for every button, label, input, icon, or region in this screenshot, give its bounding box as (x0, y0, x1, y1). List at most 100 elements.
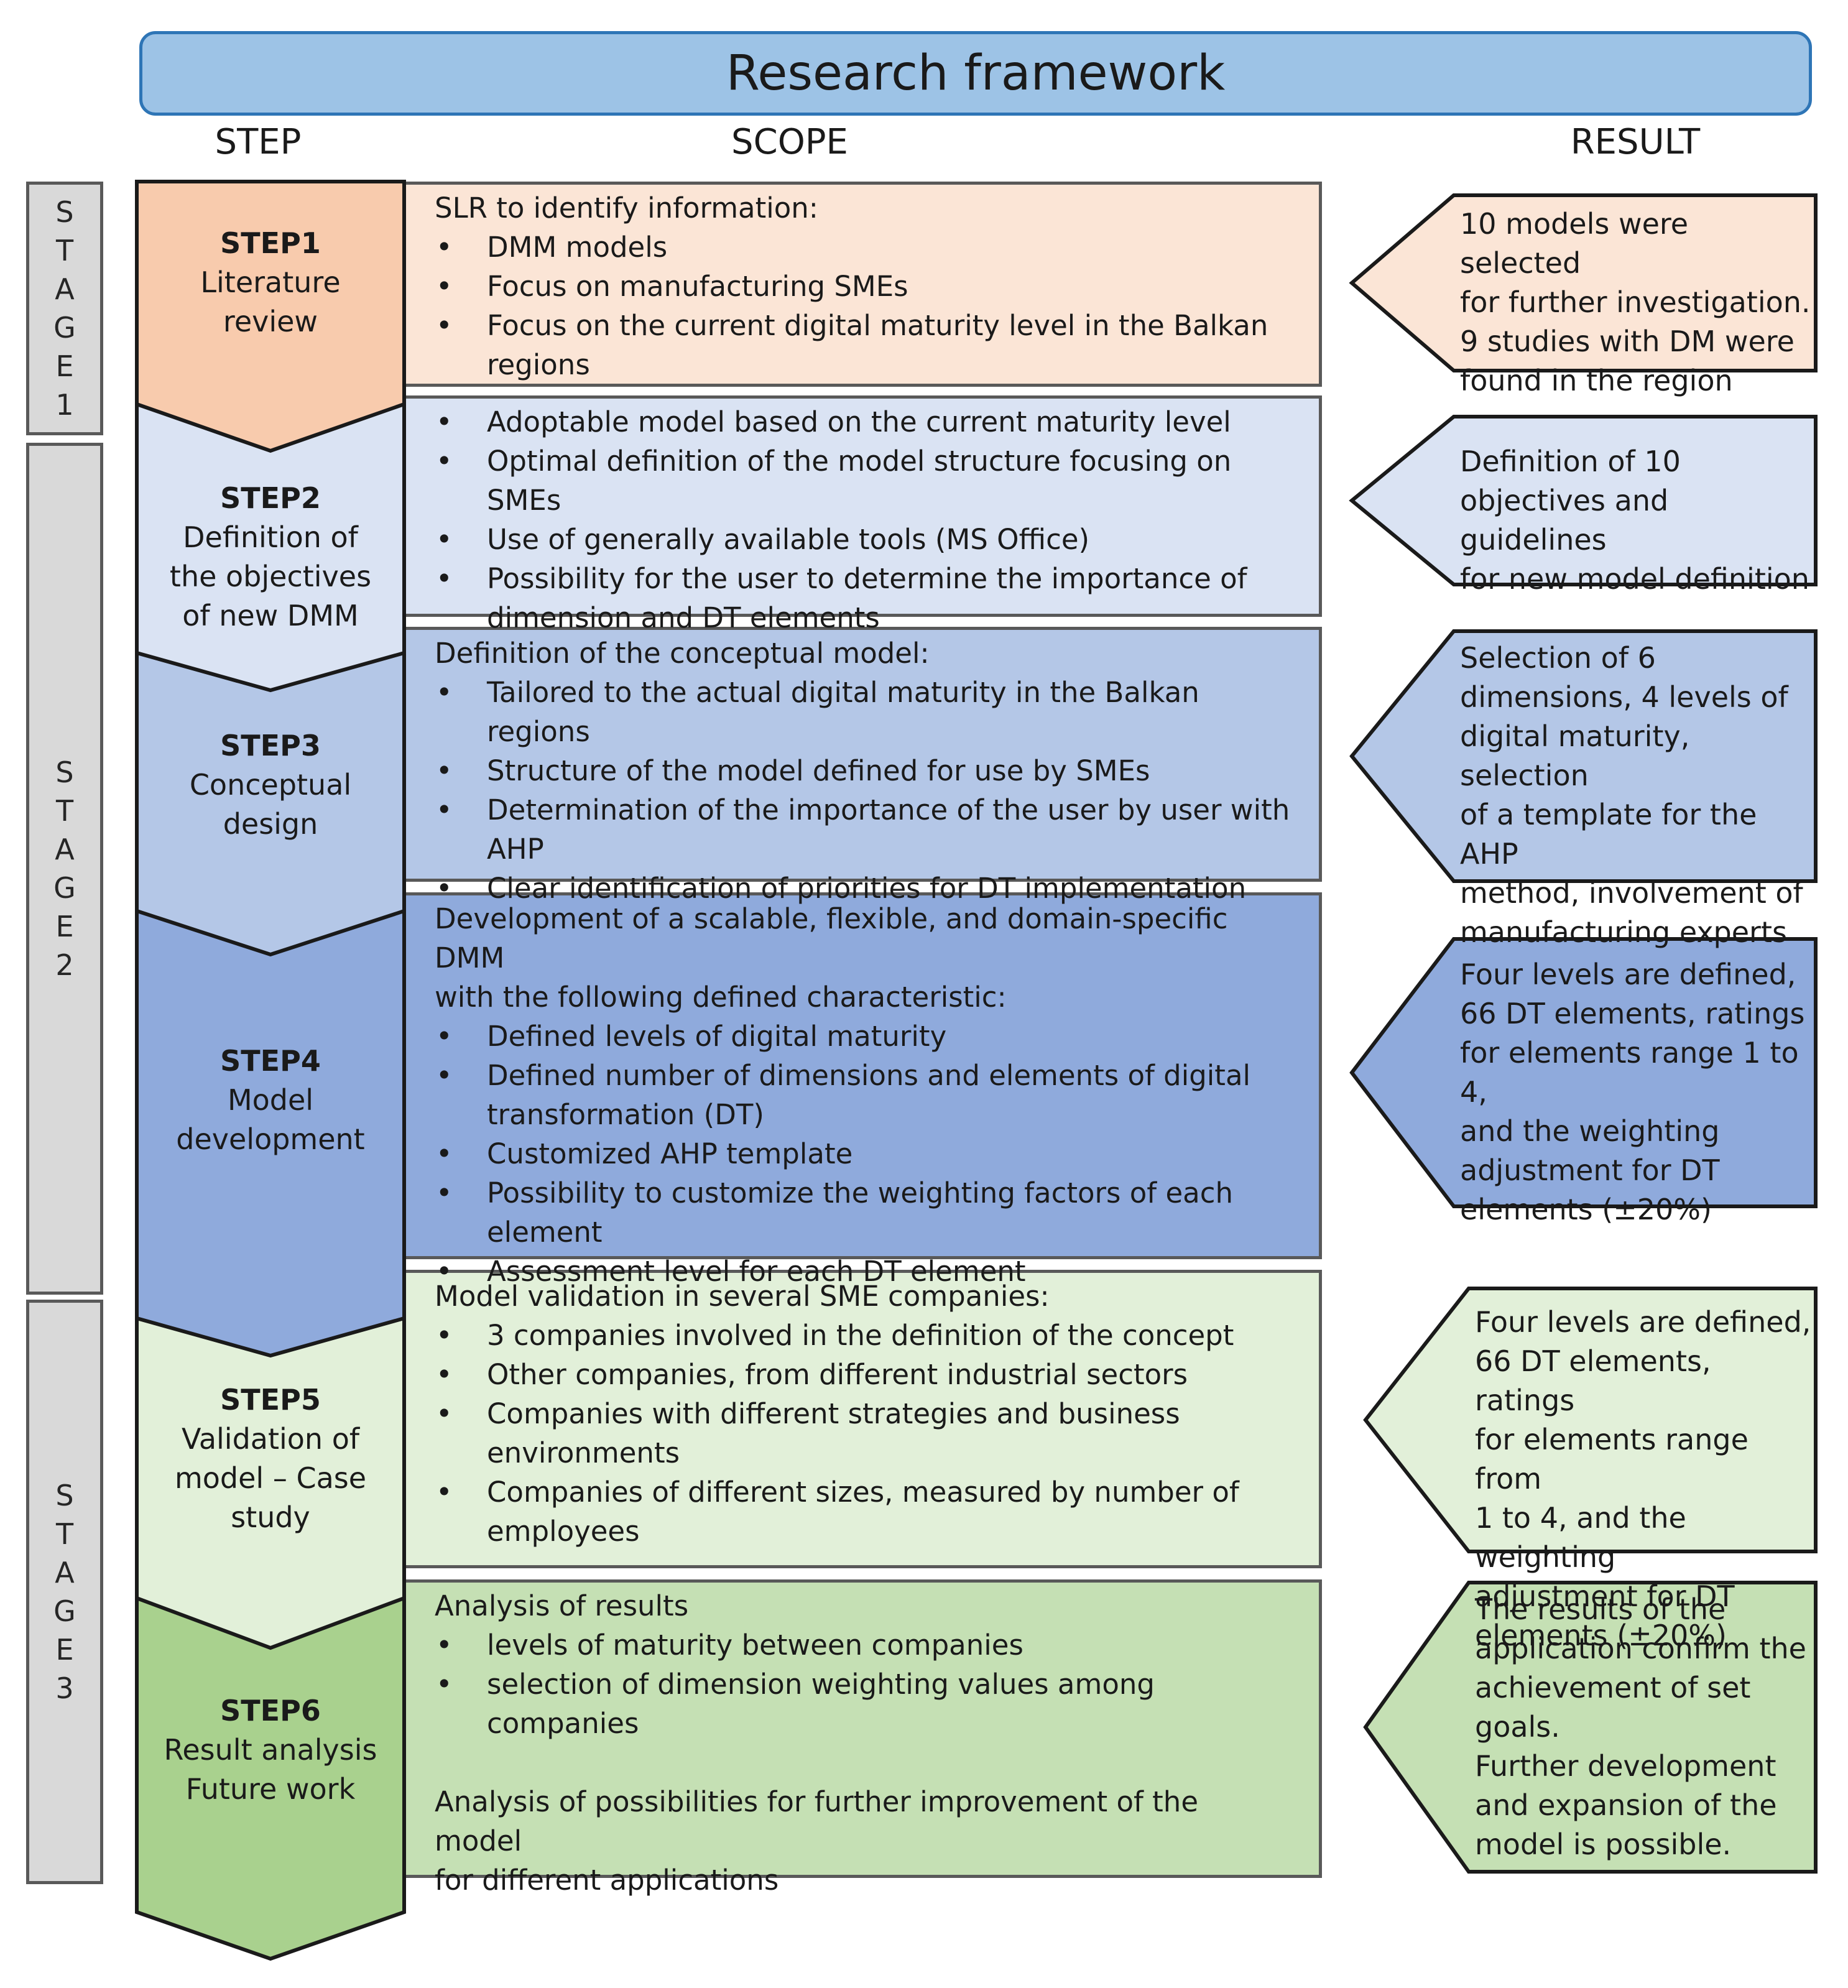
result-arrow-outline (1349, 415, 1818, 586)
scope-item: Determination of the importance of the u… (435, 790, 1294, 869)
result-arrow-shape (1349, 193, 1818, 372)
stage-letter: 3 (55, 1671, 74, 1705)
stage-letter: E (55, 1633, 74, 1667)
stage-letter: A (55, 1556, 75, 1589)
scope-item: Adoptable model based on the current mat… (435, 402, 1294, 442)
scope-list: Defined levels of digital maturityDefine… (435, 1017, 1294, 1291)
scope-item: Companies with different strategies and … (435, 1394, 1294, 1473)
scope-list: DMM modelsFocus on manufacturing SMEsFoc… (435, 228, 1294, 384)
scope-item: Possibility to customize the weighting f… (435, 1173, 1294, 1252)
scope-list: 3 companies involved in the definition o… (435, 1316, 1294, 1551)
column-header-scope: SCOPE (731, 122, 848, 162)
chevron-outline (135, 180, 406, 453)
step-1-scope: SLR to identify information:DMM modelsFo… (402, 182, 1322, 387)
step-description: Definition of the objectives of new DMM (169, 520, 372, 632)
step-6-result: The results of the application confirm t… (1363, 1581, 1818, 1874)
result-text: The results of the application confirm t… (1475, 1593, 1806, 1861)
step-1-result: 10 models were selected for further inve… (1349, 193, 1818, 397)
step-2-result: Definition of 10 objectives and guidelin… (1349, 415, 1818, 596)
scope-list: Tailored to the actual digital maturity … (435, 673, 1294, 908)
step-name: STEP1 (220, 226, 321, 260)
stage-letter: A (55, 833, 75, 866)
step-3-result: Selection of 6 dimensions, 4 levels of d… (1349, 629, 1818, 949)
chevron-shape (135, 180, 406, 453)
scope-item: Possibility for the user to determine th… (435, 559, 1294, 637)
result-text: Four levels are defined, 66 DT elements,… (1460, 958, 1805, 1226)
scope-item: Assessment level for each DT element (435, 1252, 1294, 1291)
scope-item: Clear identification of priorities for D… (435, 869, 1294, 908)
scope-intro: Definition of the conceptual model: (435, 637, 930, 670)
scope-list: levels of maturity between companiessele… (435, 1625, 1294, 1743)
result-arrow-outline (1349, 629, 1818, 883)
result-arrow-shape (1363, 1581, 1818, 1874)
stage-letter: G (53, 1594, 76, 1628)
result-text: 10 models were selected for further inve… (1460, 207, 1811, 397)
stage-letter: S (55, 1479, 74, 1512)
result-text: Four levels are defined, 66 DT elements,… (1475, 1305, 1811, 1652)
scope-outro: Analysis of possibilities for further im… (435, 1785, 1199, 1897)
step-description: Conceptual design (189, 768, 352, 841)
step-description: Validation of model – Case study (174, 1422, 367, 1534)
stage-letter: G (53, 311, 76, 344)
step-description: Model development (176, 1083, 365, 1156)
step-description: Literature review (200, 266, 341, 338)
step-name: STEP5 (220, 1383, 321, 1417)
framework-title: Research framework (139, 31, 1812, 116)
scope-list: Adoptable model based on the current mat… (435, 402, 1294, 637)
scope-item: 3 companies involved in the definition o… (435, 1316, 1294, 1355)
scope-item: Tailored to the actual digital maturity … (435, 673, 1294, 751)
stage-letter: T (55, 234, 74, 267)
scope-intro: SLR to identify information: (435, 192, 818, 224)
scope-item: Optimal definition of the model structur… (435, 442, 1294, 520)
stage-letter: 1 (55, 388, 74, 422)
scope-item: Focus on manufacturing SMEs (435, 267, 1294, 306)
result-text: Definition of 10 objectives and guidelin… (1460, 445, 1809, 596)
scope-item: selection of dimension weighting values … (435, 1665, 1294, 1743)
scope-item: Structure of the model defined for use b… (435, 751, 1294, 790)
step-5-scope: Model validation in several SME companie… (402, 1270, 1322, 1568)
scope-item: Focus on the current digital maturity le… (435, 306, 1294, 384)
stage-letter: 2 (55, 948, 74, 982)
step-2-scope: Adoptable model based on the current mat… (402, 395, 1322, 634)
result-arrow-shape (1349, 415, 1818, 586)
step-name: STEP4 (220, 1044, 321, 1078)
scope-item: Use of generally available tools (MS Off… (435, 520, 1294, 559)
result-arrow-shape (1349, 937, 1818, 1208)
step-name: STEP2 (220, 481, 321, 515)
scope-item: Defined number of dimensions and element… (435, 1056, 1294, 1134)
scope-item: Customized AHP template (435, 1134, 1294, 1173)
stage-letter: G (53, 871, 76, 905)
scope-item: Defined levels of digital maturity (435, 1017, 1294, 1056)
column-header-step: STEP (215, 122, 302, 162)
stage-letter: E (55, 349, 74, 383)
column-header-result: RESULT (1570, 122, 1701, 162)
step-6-scope: Analysis of resultslevels of maturity be… (402, 1579, 1322, 1897)
result-arrow-shape (1363, 1287, 1818, 1553)
step-4-scope: Development of a scalable, flexible, and… (402, 892, 1322, 1291)
scope-intro: Analysis of results (435, 1589, 689, 1622)
stage-letter: T (55, 1517, 74, 1551)
step-description: Result analysis Future work (164, 1733, 377, 1806)
result-arrow-outline (1363, 1287, 1818, 1553)
scope-item: DMM models (435, 228, 1294, 267)
step-3-scope: Definition of the conceptual model:Tailo… (402, 627, 1322, 908)
stage-letter: S (55, 756, 74, 789)
step-5-result: Four levels are defined, 66 DT elements,… (1363, 1287, 1818, 1652)
scope-intro: Development of a scalable, flexible, and… (435, 902, 1228, 1014)
stage-letter: S (55, 195, 74, 229)
step-4-result: Four levels are defined, 66 DT elements,… (1349, 937, 1818, 1226)
result-arrow-shape (1349, 629, 1818, 883)
